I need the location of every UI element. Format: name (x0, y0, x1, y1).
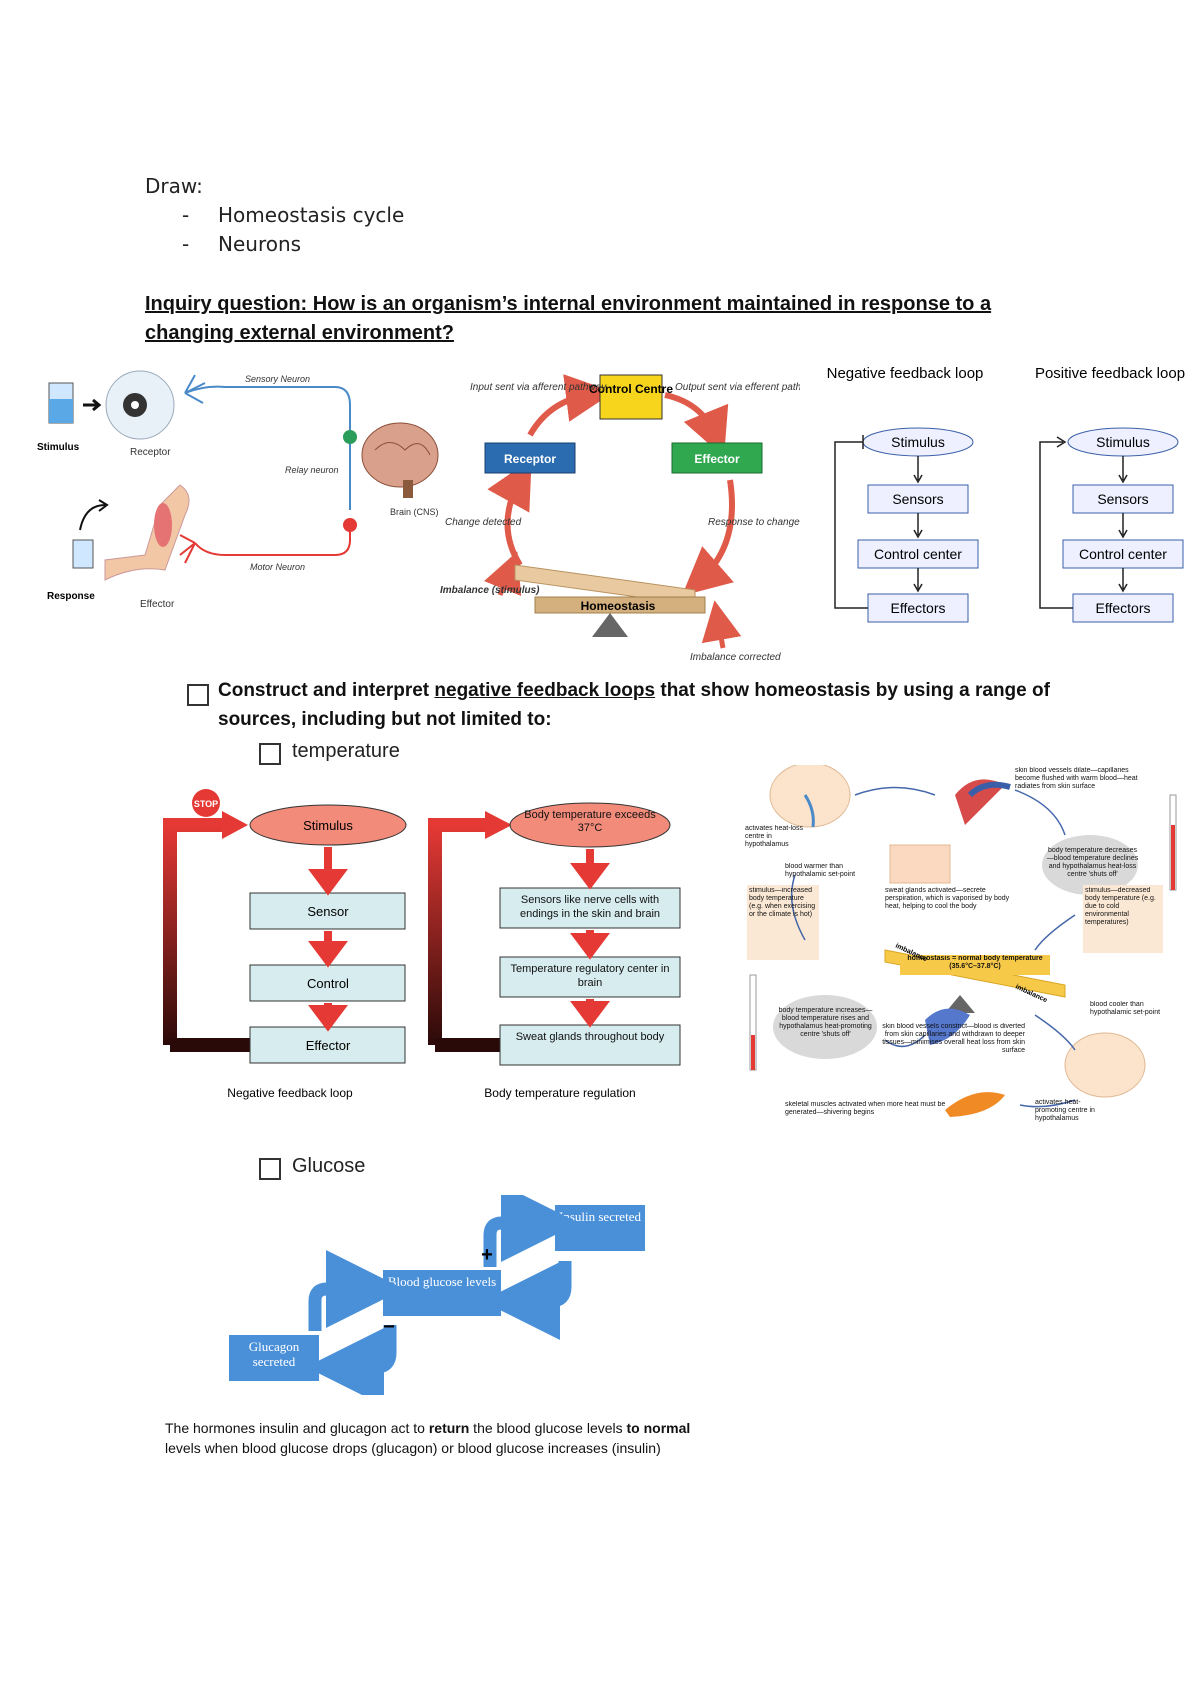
effector-box (671, 442, 763, 474)
svg-text:Stimulus: Stimulus (303, 818, 353, 833)
control-centre-label: Control Centre (589, 382, 673, 396)
pos-sensors-label: Sensors (1097, 491, 1148, 507)
output-label: Output sent via efferent pathway (675, 382, 800, 393)
capillaries-warm-icon (955, 779, 1005, 825)
temperature-checkbox[interactable] (259, 743, 281, 765)
homeostasis-cycle-diagram: Control Centre Receptor Effector Homeost… (440, 374, 800, 663)
homeostasis-label: Homeostasis (581, 599, 656, 613)
neg-stimulus-label: Stimulus (891, 434, 945, 450)
brain-icon (361, 422, 439, 488)
reflex-receptor-label: Receptor (130, 447, 171, 458)
neg-loop-stimulus (249, 804, 407, 846)
neg-loop-caption: Negative feedback loop (227, 1086, 353, 1100)
neg-control-node (857, 539, 979, 569)
objective-checkbox[interactable] (187, 684, 209, 706)
temp-loop-control (499, 956, 681, 998)
arrow-from-insulin (482, 1261, 572, 1340)
svg-text:STOP: STOP (194, 799, 218, 809)
reflex-effector-label: Effector (140, 599, 175, 610)
reflex-arc-diagram: Stimulus Receptor Sensory Neuron Relay n… (37, 370, 439, 610)
imbalance-stimulus-label: Imbalance (stimulus) (440, 585, 540, 596)
neg-sensors-label: Sensors (892, 491, 943, 507)
temp-loop-effector (499, 1024, 681, 1066)
input-label: Input sent via afferent pathway (470, 382, 607, 393)
neg-loop-effector (249, 1026, 406, 1064)
draw-heading: Draw: (145, 174, 203, 198)
negative-loop-title: Negative feedback loop (827, 365, 984, 382)
glucose-label: Glucose (292, 1155, 366, 1177)
stop-sign-icon (192, 789, 220, 817)
reflex-sensory-label: Sensory Neuron (245, 374, 310, 384)
objective-text: Construct and interpret negative feedbac… (218, 680, 1050, 730)
effector-label: Effector (694, 452, 740, 466)
svg-text:Control: Control (307, 976, 349, 991)
glucose-caption: The hormones insulin and glucagon act to… (165, 1420, 691, 1456)
arrow-to-blood (308, 1250, 404, 1331)
response-label: Response to change (708, 517, 800, 528)
arm-icon (104, 484, 190, 581)
imbalance-corrected-label: Imbalance corrected (690, 652, 781, 663)
muscle-icon (945, 1092, 1005, 1117)
neg-effectors-label: Effectors (891, 600, 946, 616)
temperature-loops-diagram: STOP Stimulus Sensor Control Effector Ne… (163, 789, 681, 1100)
thermo-homeostasis-bar (900, 955, 1050, 975)
neg-loop-control (249, 964, 406, 1002)
arrow-to-glucagon (306, 1325, 397, 1395)
glucose-regulation-diagram: Insulin secreted Blood glucose levels Gl… (229, 1195, 645, 1395)
neg-loop-sensor (249, 892, 406, 930)
pos-effectors-label: Effectors (1096, 600, 1151, 616)
homeostasis-seesaw (534, 596, 706, 614)
arrow-to-insulin (483, 1195, 579, 1267)
positive-loop-title: Positive feedback loop (1035, 365, 1185, 382)
neg-sensors-node (867, 484, 969, 514)
temperature-label: temperature (292, 740, 400, 762)
change-detected-label: Change detected (445, 517, 522, 528)
reflex-brain-label: Brain (CNS) (390, 507, 439, 517)
minus-sign: − (383, 1316, 395, 1338)
sweat-gland-icon (889, 844, 951, 884)
receptor-box (484, 442, 576, 474)
temp-loop-sensor (499, 887, 681, 929)
svg-text:Effector: Effector (306, 1038, 351, 1053)
head-icon-bottom (1064, 1032, 1146, 1098)
thermoregulation-diagram: skin blood vessels dilate—capillaries be… (745, 765, 1177, 1122)
glucose-checkbox[interactable] (259, 1158, 281, 1180)
pos-stimulus-label: Stimulus (1096, 434, 1150, 450)
pos-control-label: Control center (1079, 546, 1167, 562)
temp-loop-stimulus (509, 802, 671, 848)
reflex-relay-label: Relay neuron (285, 465, 339, 475)
reflex-stimulus-label: Stimulus (37, 442, 80, 453)
receptor-label: Receptor (504, 452, 556, 466)
head-icon-top (769, 765, 851, 828)
reflex-motor-label: Motor Neuron (250, 562, 305, 572)
bullet-homeostasis-cycle: - Homeostasis cycle (182, 203, 405, 227)
reflex-response-label: Response (47, 591, 95, 602)
svg-text:Sensor: Sensor (307, 904, 349, 919)
temp-loop-caption: Body temperature regulation (484, 1086, 635, 1100)
pos-effectors-node (1072, 593, 1174, 623)
pos-sensors-node (1072, 484, 1174, 514)
control-centre-box (599, 374, 663, 420)
glucagon-box (229, 1335, 319, 1381)
feedback-loops-diagram: Negative feedback loop Positive feedback… (827, 365, 1185, 623)
inquiry-question: Inquiry question: How is an organism’s i… (145, 293, 992, 344)
negative-feedback-link: negative feedback loops (434, 680, 656, 701)
svg-text:Control Centre: Control Centre (589, 382, 673, 396)
neg-control-label: Control center (874, 546, 962, 562)
bullet-neurons: - Neurons (182, 232, 302, 256)
plus-sign: + (481, 1244, 493, 1266)
capillaries-cold-icon (925, 1008, 970, 1045)
